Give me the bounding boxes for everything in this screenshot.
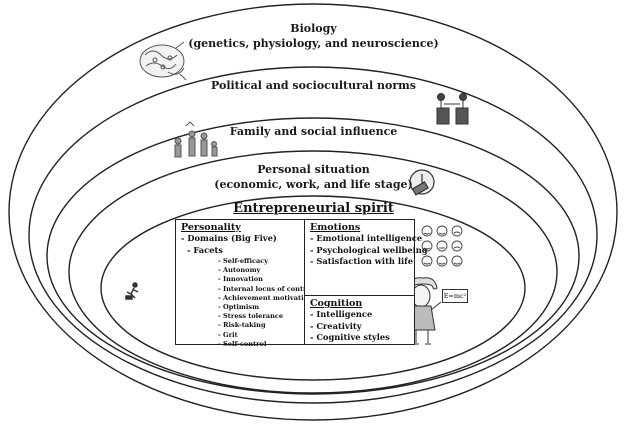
ring-label-political: Political and sociocultural norms (211, 79, 416, 92)
facet-item: - Autonomy (218, 266, 261, 275)
politicians-handshake-icon (436, 93, 469, 125)
facet-item: - Stress tolerance (218, 312, 284, 321)
ring-label-family: Family and social influence (229, 125, 398, 138)
emotions-item: - Emotional intelligence (310, 233, 423, 243)
ring-label-biology: Biology (290, 22, 337, 35)
facet-item: - Self-control (218, 339, 267, 348)
cognition-heading: Cognition (310, 298, 363, 309)
runner-icon (125, 282, 139, 300)
ring-label-personal-detail: (economic, work, and life stage) (214, 178, 413, 191)
ring-family (46, 117, 580, 395)
ring-personal (68, 150, 558, 394)
personality-heading: Personality (181, 222, 241, 233)
clock-money-icon (409, 169, 435, 196)
facets-list: - Self-efficacy - Autonomy - Innovation … (218, 257, 313, 349)
ring-label-personal: Personal situation (257, 163, 370, 176)
personality-item: - Facets (187, 244, 223, 255)
ring-political (28, 66, 598, 404)
center-title: Entrepreneurial spirit (233, 201, 394, 216)
emotions-item: - Satisfaction with life (310, 256, 413, 266)
emoji-faces-icon (421, 225, 463, 267)
emotions-heading: Emotions (310, 222, 361, 233)
ring-biology (8, 3, 618, 421)
facet-item: - Risk-taking (218, 321, 266, 330)
ring-label-biology-detail: (genetics, physiology, and neuroscience) (188, 37, 439, 50)
cognition-item: - Intelligence (310, 309, 373, 319)
emotions-item: - Psychological wellbeing (310, 244, 428, 255)
cognition-item: - Creativity (310, 320, 362, 331)
facet-item: - Optimism (218, 303, 260, 312)
cognition-item: - Cognitive styles (310, 332, 390, 342)
cognition-box: Cognition - Intelligence - Creativity - … (304, 295, 415, 345)
personality-box: Personality - Domains (Big Five) - Facet… (175, 219, 306, 345)
equation-board: E=mc² (442, 289, 468, 303)
brain-dna-icon (139, 41, 187, 81)
facet-item: - Innovation (218, 275, 263, 284)
family-group-icon (174, 121, 218, 158)
facet-item: - Self-efficacy (218, 257, 269, 265)
personality-item: - Domains (Big Five) (181, 233, 277, 243)
facet-item: - Grit (218, 330, 238, 339)
facet-item: - Achievement motivation (218, 293, 313, 302)
ring-entrepreneurial (100, 195, 526, 381)
facet-item: - Internal locus of control (218, 284, 314, 293)
